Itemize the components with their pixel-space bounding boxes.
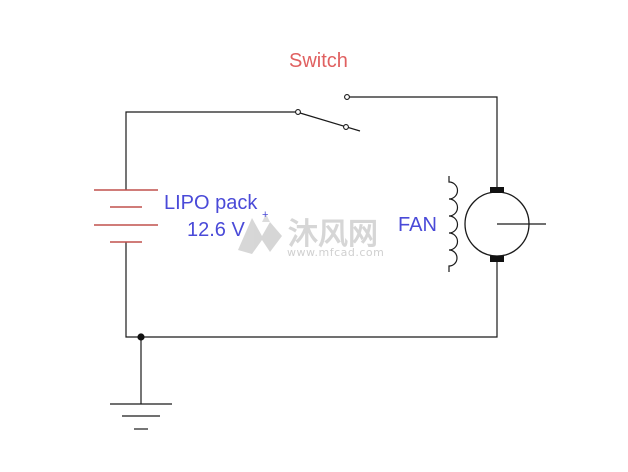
ground-symbol xyxy=(110,403,172,430)
watermark-brand: 沐风网 xyxy=(288,217,378,252)
fan-label: FAN xyxy=(398,214,437,236)
battery-voltage-label: 12.6 V xyxy=(187,219,245,241)
battery-plus-marker: + xyxy=(262,209,268,221)
watermark: 沐风网 www.mfcad.com xyxy=(238,214,384,259)
fan-motor-symbol xyxy=(464,187,546,262)
switch-symbol xyxy=(295,94,361,132)
switch-label: Switch xyxy=(289,50,348,72)
watermark-url: www.mfcad.com xyxy=(287,246,384,259)
junction-node xyxy=(137,333,145,341)
wire-top-left xyxy=(125,111,298,190)
battery-symbol xyxy=(94,189,158,243)
watermark-logo-icon xyxy=(238,214,282,254)
wire-bottom xyxy=(125,242,498,338)
fan-winding-coil xyxy=(448,176,459,272)
battery-name-label: LIPO pack xyxy=(164,192,258,214)
wire-top-right xyxy=(347,96,498,190)
wiring xyxy=(125,96,498,404)
